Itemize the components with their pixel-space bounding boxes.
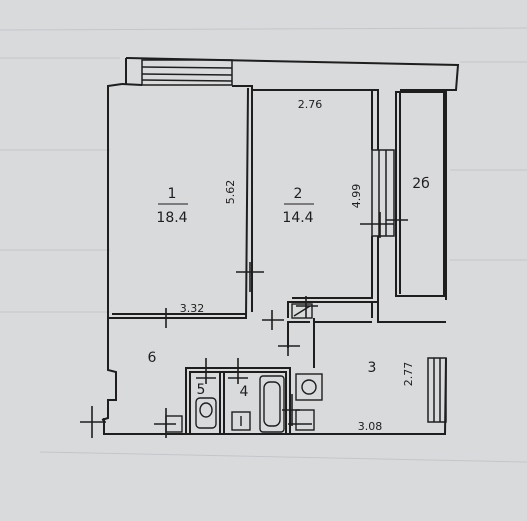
window-room-2 xyxy=(371,149,395,237)
window-room-3 xyxy=(427,357,447,423)
loggia-walls xyxy=(395,91,445,297)
stove xyxy=(295,373,323,401)
balcony-window xyxy=(141,59,233,86)
background-paper-lines xyxy=(0,27,527,463)
room-1-walls xyxy=(108,83,253,319)
room-5-number: 5 xyxy=(197,382,206,398)
dimension-labels: 2.76 5.62 4.99 3.32 2.77 3.08 xyxy=(180,98,415,433)
fixtures xyxy=(165,303,323,433)
dimension-3-08: 3.08 xyxy=(358,420,383,433)
sink xyxy=(231,411,251,431)
room-6-number: 6 xyxy=(148,350,157,366)
toilet xyxy=(195,397,217,429)
room-1-area: 18.4 xyxy=(156,210,187,226)
dimension-2-76: 2.76 xyxy=(298,98,323,111)
room-2-walls xyxy=(251,89,379,318)
room-2-number: 2 xyxy=(294,186,303,202)
room-2-area: 14.4 xyxy=(282,210,313,226)
dimension-2-77: 2.77 xyxy=(402,362,415,387)
room-1-number: 1 xyxy=(168,186,177,202)
room-3-number: 3 xyxy=(368,360,377,376)
dimension-3-32: 3.32 xyxy=(180,302,205,315)
room-labels: 1 18.4 2 14.4 2б 3 4 5 6 xyxy=(148,176,430,400)
door-marks xyxy=(80,210,408,438)
dimension-4-99: 4.99 xyxy=(350,184,363,209)
room-3-walls xyxy=(287,302,446,368)
bathtub xyxy=(259,375,285,433)
dimension-5-62: 5.62 xyxy=(224,180,237,205)
kitchen-sink xyxy=(295,409,315,431)
room-2b-number: 2б xyxy=(412,176,430,192)
room-4-number: 4 xyxy=(240,384,249,400)
shaft xyxy=(291,303,313,319)
